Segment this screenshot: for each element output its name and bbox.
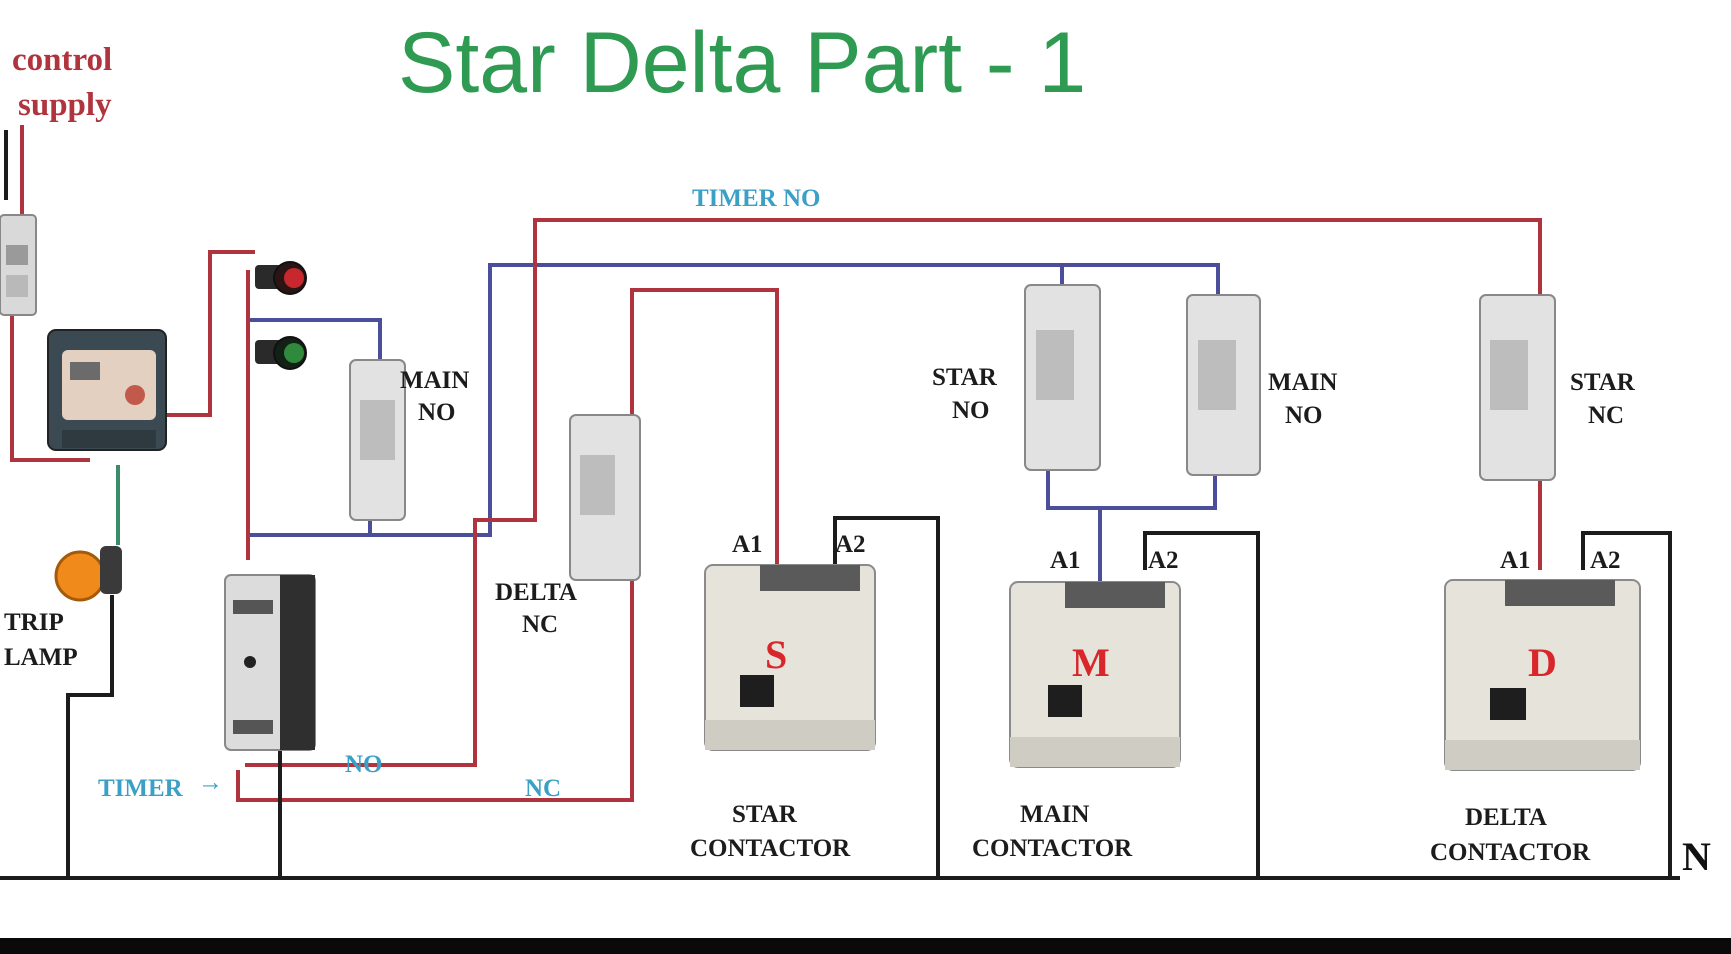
timer-arrow-icon: → [198, 769, 223, 796]
main-contactor [1009, 581, 1181, 768]
star-contactor-label-line1: STAR [732, 801, 798, 828]
star-nc-label-line2: NC [1588, 402, 1624, 429]
timer-no-wire-label: TIMER NO [692, 185, 820, 212]
trip-lamp-label-line2: LAMP [4, 644, 78, 671]
mcb-device [0, 214, 37, 316]
pilot-lamp-green [255, 336, 307, 370]
delta-coil-letter: D [1528, 640, 1557, 685]
main-a2-neutral-wire [1143, 531, 1260, 876]
aux-contact-star-nc [1479, 294, 1556, 481]
control-supply-label-line1: control [12, 42, 112, 78]
main-a1-label: A1 [1050, 547, 1081, 574]
aux-contact-main-no-1 [349, 359, 406, 521]
star-coil-letter: S [765, 632, 787, 677]
delta-nc-label-line1: DELTA [495, 579, 577, 606]
main-no-1-label-line2: NO [418, 399, 456, 426]
timer-label: TIMER [98, 775, 184, 802]
star-no-label-line2: NO [952, 397, 990, 424]
bottom-bar [0, 938, 1731, 954]
star-a2-label: A2 [835, 531, 866, 558]
aux-contact-main-no-2 [1186, 294, 1261, 476]
delta-a2-label: A2 [1590, 547, 1621, 574]
pilot-lamp-red [255, 261, 307, 295]
delta-a1-label: A1 [1500, 547, 1531, 574]
main-no-1-label-line1: MAIN [400, 367, 469, 394]
delta-a2-neutral-wire [1581, 531, 1672, 876]
diagram-title: Star Delta Part - 1 [398, 15, 1086, 111]
timer-no-wire [245, 218, 1542, 767]
nc-wire-label: NC [525, 775, 561, 802]
delta-nc-label-line2: NC [522, 611, 558, 638]
timer-nc-wire [236, 288, 779, 802]
star-contactor-label-line2: CONTACTOR [690, 835, 851, 862]
neutral-label: N [1682, 834, 1711, 879]
main-a2-label: A2 [1148, 547, 1179, 574]
mcb-to-overload-wire [10, 300, 90, 462]
main-contactor-label-line2: CONTACTOR [972, 835, 1133, 862]
overload-relay [47, 329, 167, 451]
no-wire-label: NO [345, 751, 383, 778]
star-a2-neutral-wire [833, 516, 940, 876]
aux-top-bus [370, 263, 1220, 537]
main-no-2-label-line1: MAIN [1268, 369, 1337, 396]
delta-contactor-label-line2: CONTACTOR [1430, 839, 1591, 866]
star-nc-label-line1: STAR [1570, 369, 1636, 396]
aux-contact-delta-nc [569, 414, 641, 581]
delta-contactor [1444, 579, 1641, 771]
star-no-label-line1: STAR [932, 364, 998, 391]
control-supply-label-line2: supply [18, 87, 112, 123]
aux-contact-star-no [1024, 284, 1101, 471]
trip-lamp-neutral-wire [66, 595, 114, 876]
aux-bottom-bus [1046, 465, 1217, 510]
trip-lamp-label-line1: TRIP [4, 609, 64, 636]
star-a1-label: A1 [732, 531, 763, 558]
delta-contactor-label-line1: DELTA [1465, 804, 1547, 831]
trip-lamp [54, 546, 122, 602]
main-contactor-label-line1: MAIN [1020, 801, 1089, 828]
overload-to-lamp-wire [165, 250, 255, 417]
main-no-2-label-line2: NO [1285, 402, 1323, 429]
timer-relay [224, 574, 316, 751]
main-coil-letter: M [1072, 640, 1110, 685]
star-contactor [704, 564, 876, 751]
